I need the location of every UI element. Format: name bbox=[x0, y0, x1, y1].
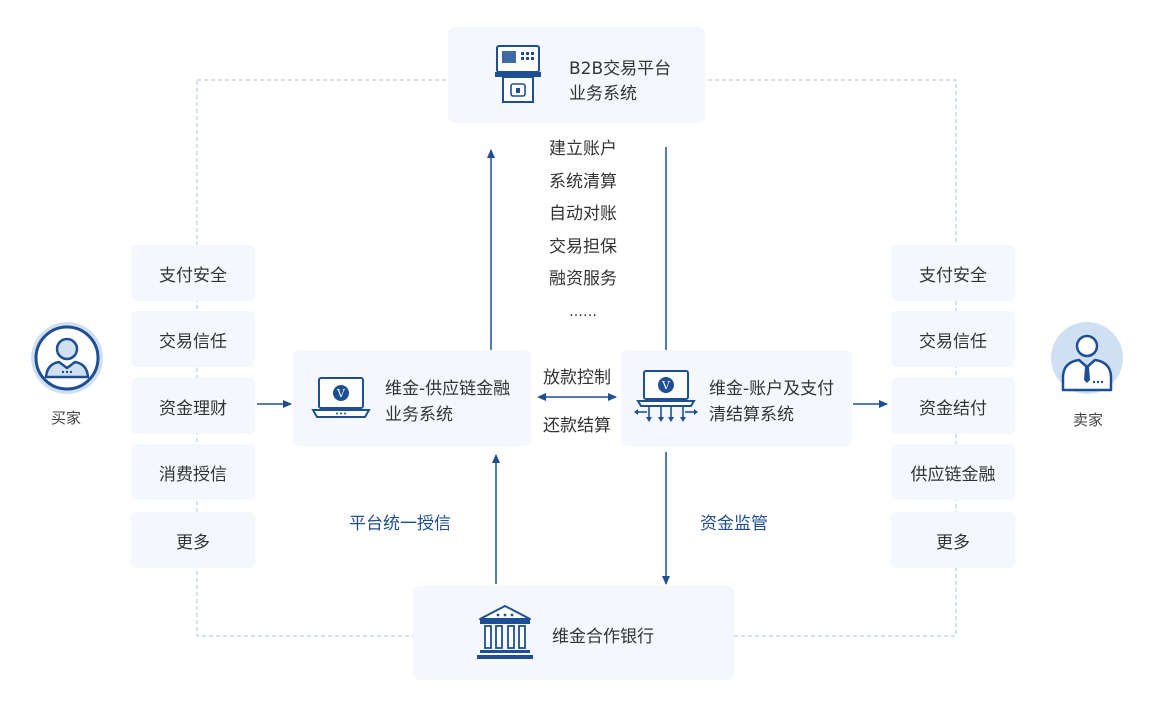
seller-avatar-icon bbox=[1049, 320, 1125, 400]
platform-title-line1: B2B交易平台 bbox=[569, 59, 672, 79]
service-item: 融资服务 bbox=[549, 269, 617, 289]
unified-credit-label: 平台统一授信 bbox=[349, 514, 451, 534]
service-item: 建立账户 bbox=[549, 139, 617, 159]
loan-control-label: 放款控制 bbox=[543, 368, 611, 388]
bank-icon bbox=[477, 603, 533, 665]
service-item: 系统清算 bbox=[549, 171, 617, 192]
right-item: 交易信任 bbox=[891, 311, 1015, 367]
kiosk-terminal-icon bbox=[494, 44, 542, 108]
service-list: 建立账户 系统清算 自动对账 交易担保 融资服务 …… bbox=[543, 137, 623, 332]
left-item: 资金理财 bbox=[131, 378, 255, 434]
right-item: 更多 bbox=[891, 512, 1015, 568]
payment-settlement-system-box: V 维金-账户及支付 清结算系统 bbox=[621, 350, 852, 446]
svg-text:V: V bbox=[336, 387, 346, 400]
repayment-settlement-label: 还款结算 bbox=[543, 416, 611, 436]
laptop-network-icon: V bbox=[633, 368, 699, 428]
left-system-line2: 业务系统 bbox=[385, 405, 453, 425]
fund-supervision-label: 资金监管 bbox=[700, 514, 768, 534]
service-item: 自动对账 bbox=[549, 204, 617, 224]
right-item: 资金结付 bbox=[891, 378, 1015, 434]
service-item: 交易担保 bbox=[549, 236, 617, 257]
right-system-line1: 维金-账户及支付 bbox=[709, 379, 835, 399]
bank-label: 维金合作银行 bbox=[552, 627, 654, 647]
left-item: 更多 bbox=[131, 512, 255, 568]
service-item-more: …… bbox=[569, 303, 597, 320]
left-item: 支付安全 bbox=[131, 245, 255, 301]
left-item: 交易信任 bbox=[131, 311, 255, 367]
right-item: 供应链金融 bbox=[891, 444, 1015, 500]
platform-title-line2: 业务系统 bbox=[569, 84, 637, 104]
right-system-line2: 清结算系统 bbox=[709, 405, 794, 425]
svg-text:V: V bbox=[661, 379, 671, 392]
laptop-icon: V bbox=[311, 375, 371, 425]
supply-chain-finance-system-box: V 维金-供应链金融 业务系统 bbox=[293, 350, 531, 446]
left-item: 消费授信 bbox=[131, 444, 255, 500]
buyer-avatar-icon bbox=[29, 320, 105, 400]
buyer-label: 买家 bbox=[51, 409, 82, 427]
seller-label: 卖家 bbox=[1073, 411, 1104, 429]
partner-bank-box: 维金合作银行 bbox=[413, 586, 734, 680]
b2b-platform-box: B2B交易平台 业务系统 bbox=[448, 27, 705, 123]
right-item: 支付安全 bbox=[891, 245, 1015, 301]
left-system-line1: 维金-供应链金融 bbox=[385, 379, 511, 399]
